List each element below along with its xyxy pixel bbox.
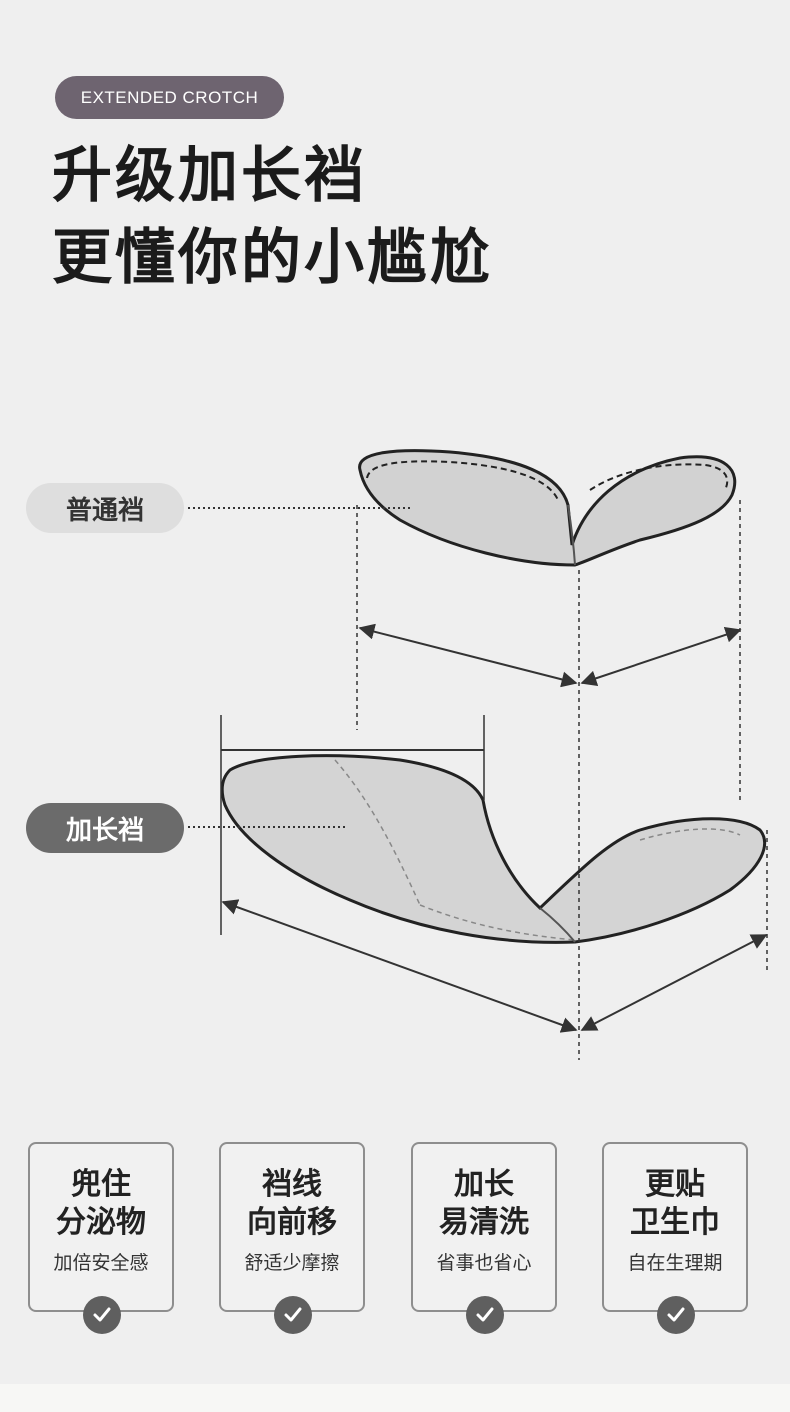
feature-card-1: 兜住 分泌物 加倍安全感 xyxy=(28,1142,174,1334)
bottom-strip xyxy=(0,1384,790,1412)
extended-crotch-badge: EXTENDED CROTCH xyxy=(55,76,284,119)
headline-line-2: 更懂你的小尴尬 xyxy=(52,223,493,293)
feature-title-line2: 分泌物 xyxy=(56,1205,146,1240)
feature-subtitle: 加倍安全感 xyxy=(53,1252,149,1274)
feature-title-line2: 向前移 xyxy=(247,1205,337,1240)
feature-subtitle: 舒适少摩擦 xyxy=(244,1252,340,1274)
normal-crotch-label: 普通裆 xyxy=(26,483,184,533)
feature-title-line2: 易清洗 xyxy=(439,1205,529,1240)
normal-crotch-shape xyxy=(358,449,737,567)
feature-title-line2: 卫生巾 xyxy=(630,1205,720,1240)
feature-card-4: 更贴 卫生巾 自在生理期 xyxy=(602,1142,748,1334)
feature-subtitle: 自在生理期 xyxy=(627,1252,723,1274)
feature-card-3: 加长 易清洗 省事也省心 xyxy=(411,1142,557,1334)
check-icon xyxy=(657,1296,695,1334)
long-crotch-label: 加长裆 xyxy=(26,803,184,853)
long-crotch-shape xyxy=(220,754,766,944)
check-icon xyxy=(83,1296,121,1334)
headline-line-1: 升级加长裆 xyxy=(52,141,367,211)
check-icon xyxy=(466,1296,504,1334)
feature-title-line1: 裆线 xyxy=(262,1167,322,1202)
feature-title-line1: 兜住 xyxy=(71,1167,131,1202)
feature-subtitle: 省事也省心 xyxy=(436,1252,532,1274)
feature-title-line1: 加长 xyxy=(454,1167,514,1202)
feature-title-line1: 更贴 xyxy=(645,1167,705,1202)
check-icon xyxy=(274,1296,312,1334)
feature-card-2: 裆线 向前移 舒适少摩擦 xyxy=(219,1142,365,1334)
crotch-comparison-diagram xyxy=(188,449,768,1060)
